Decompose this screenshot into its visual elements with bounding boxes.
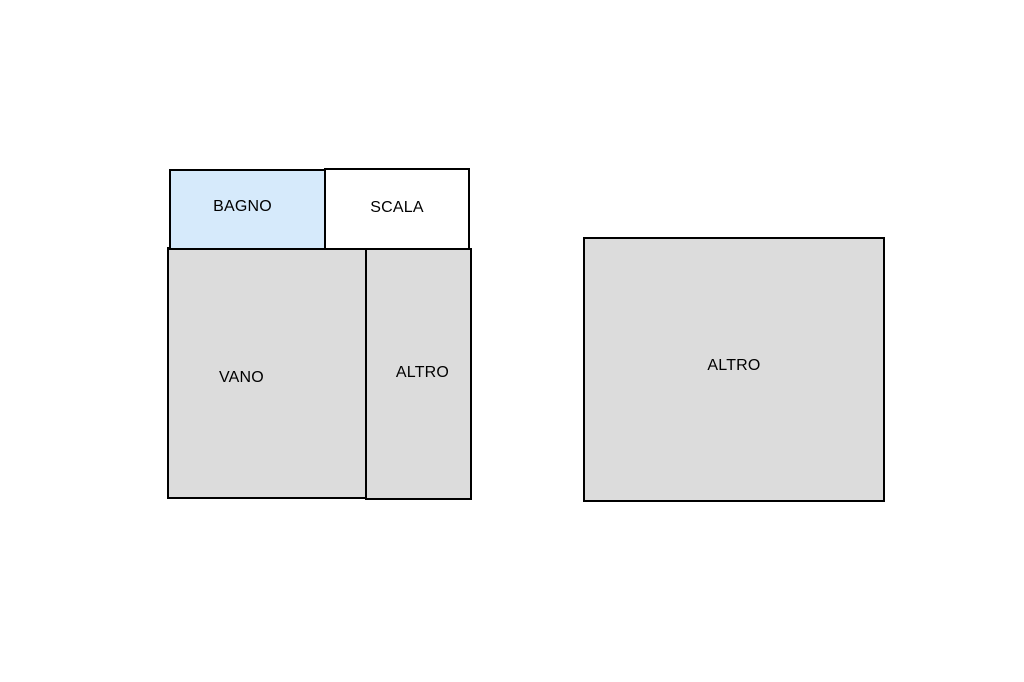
room-altro: ALTRO [365, 248, 472, 500]
room-label-scala: SCALA [370, 199, 424, 216]
room-label-vano: VANO [219, 369, 264, 386]
room-altro-large: ALTRO [583, 237, 885, 502]
room-vano: VANO [167, 247, 368, 499]
room-label-altro: ALTRO [395, 364, 450, 381]
room-label-bagno: BAGNO [213, 197, 272, 215]
room-bagno: BAGNO [169, 169, 326, 250]
room-label-altro-large: ALTRO [707, 356, 761, 374]
room-scala: SCALA [324, 168, 470, 250]
